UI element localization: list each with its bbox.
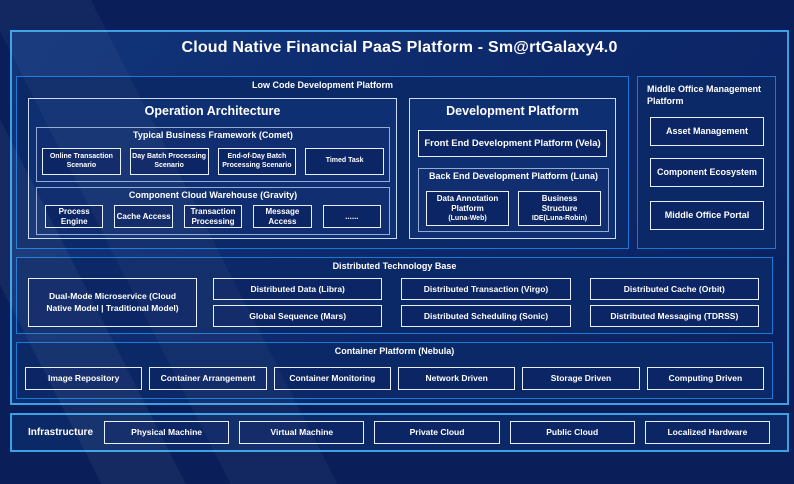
container-platform-item: Image Repository: [25, 367, 143, 390]
infrastructure-section: Infrastructure Physical Machine Virtual …: [10, 413, 789, 452]
low-code-development-platform-section: Low Code Development Platform Operation …: [16, 76, 629, 249]
infrastructure-label: Infrastructure: [28, 427, 94, 438]
development-platform-title: Development Platform: [446, 104, 579, 118]
luna-item-line: Platform: [451, 204, 484, 214]
container-platform-section: Container Platform (Nebula) Image Reposi…: [16, 342, 773, 399]
comet-item: Timed Task: [305, 148, 384, 175]
middle-office-title: Middle Office Management Platform: [647, 84, 762, 107]
gravity-item-ellipsis: ......: [322, 205, 382, 228]
infrastructure-item: Localized Hardware: [644, 421, 771, 444]
typical-business-framework-box: Typical Business Framework (Comet) Onlin…: [36, 127, 390, 182]
low-code-section-label: Low Code Development Platform: [251, 80, 394, 90]
dual-mode-microservice-box: Dual-Mode Microservice (Cloud Native Mod…: [28, 278, 197, 327]
development-platform-box: Development Platform Front End Developme…: [409, 98, 616, 239]
container-platform-row: Image Repository Container Arrangement C…: [25, 367, 764, 390]
luna-item-line: Structure: [541, 204, 578, 214]
gravity-item: Transaction Processing: [183, 205, 243, 228]
gravity-items-row: Process Engine Cache Access Transaction …: [45, 205, 382, 228]
luna-item-line: Business: [541, 194, 578, 203]
infrastructure-item: Virtual Machine: [239, 421, 365, 444]
typical-business-framework-title: Typical Business Framework (Comet): [133, 130, 293, 140]
comet-item: Online Transaction Scenario: [42, 148, 121, 175]
distributed-item: Distributed Data (Libra): [213, 278, 383, 300]
distributed-technology-base-label: Distributed Technology Base: [332, 261, 457, 271]
business-structure-ide-box: Business Structure IDE(Luna-Robin): [518, 191, 601, 226]
distributed-item: Distributed Transaction (Virgo): [401, 278, 571, 300]
back-end-development-platform-box: Back End Development Platform (Luna) Dat…: [418, 168, 609, 232]
component-cloud-warehouse-box: Component Cloud Warehouse (Gravity) Proc…: [36, 187, 390, 235]
comet-items-row: Online Transaction Scenario Day Batch Pr…: [42, 148, 384, 175]
platform-frame: Cloud Native Financial PaaS Platform - S…: [10, 30, 789, 405]
infrastructure-item: Physical Machine: [104, 421, 230, 444]
luna-item-line: Data Annotation: [436, 194, 499, 203]
infrastructure-item: Public Cloud: [509, 421, 635, 444]
gravity-item: Process Engine: [45, 205, 104, 228]
infrastructure-item: Private Cloud: [374, 421, 500, 444]
distributed-item: Global Sequence (Mars): [213, 305, 383, 327]
luna-item-line: (Luna-Web): [448, 214, 487, 222]
container-platform-item: Computing Driven: [646, 367, 764, 390]
middle-office-item: Middle Office Portal: [650, 201, 764, 230]
distributed-item: Distributed Messaging (TDRSS): [589, 305, 759, 327]
data-annotation-platform-box: Data Annotation Platform (Luna-Web): [426, 191, 509, 226]
comet-item: End-of-Day Batch Processing Scenario: [217, 148, 297, 175]
comet-item: Day Batch Processing Scenario: [129, 148, 209, 175]
container-platform-item: Network Driven: [397, 367, 516, 390]
container-platform-item: Storage Driven: [522, 367, 640, 390]
distributed-item: Distributed Scheduling (Sonic): [401, 305, 571, 327]
front-end-development-platform-box: Front End Development Platform (Vela): [418, 130, 607, 157]
back-end-development-platform-title: Back End Development Platform (Luna): [428, 171, 599, 181]
component-cloud-warehouse-title: Component Cloud Warehouse (Gravity): [128, 190, 298, 200]
gravity-item: Message Access: [253, 205, 312, 228]
page-title: Cloud Native Financial PaaS Platform - S…: [181, 39, 618, 56]
operation-architecture-title: Operation Architecture: [144, 104, 281, 118]
middle-office-item: Component Ecosystem: [650, 158, 764, 187]
gravity-item: Cache Access: [114, 205, 173, 228]
operation-architecture-box: Operation Architecture Typical Business …: [28, 98, 397, 239]
middle-office-item: Asset Management: [650, 117, 764, 146]
container-platform-item: Container Arrangement: [149, 367, 267, 390]
luna-items-row: Data Annotation Platform (Luna-Web) Busi…: [426, 191, 601, 226]
middle-office-management-platform-section: Middle Office Management Platform Asset …: [637, 76, 776, 249]
distributed-item: Distributed Cache (Orbit): [589, 278, 759, 300]
distributed-technology-base-section: Distributed Technology Base Dual-Mode Mi…: [16, 257, 773, 334]
container-platform-item: Container Monitoring: [273, 367, 391, 390]
distributed-grid: Distributed Data (Libra) Distributed Tra…: [213, 278, 759, 327]
container-platform-label: Container Platform (Nebula): [334, 346, 455, 356]
luna-item-line: IDE(Luna-Robin): [531, 214, 588, 222]
